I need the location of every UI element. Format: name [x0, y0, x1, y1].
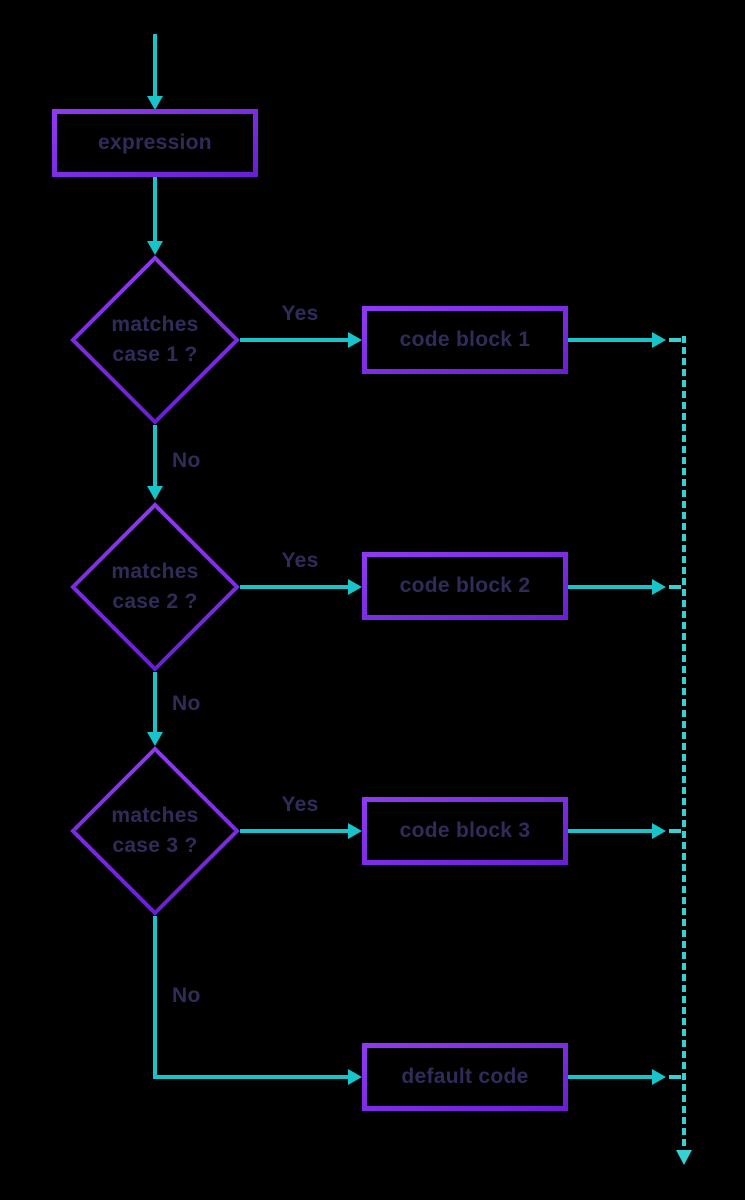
code-block-node-1: code block 1	[362, 306, 568, 374]
entry-edge	[153, 34, 157, 96]
yes-edge-3	[240, 829, 348, 833]
expression-label: expression	[98, 131, 212, 154]
merge-dash-stub-2	[669, 585, 681, 589]
default-code-label: default code	[401, 1065, 529, 1088]
merge-edge-3	[568, 829, 652, 833]
code-block-label-2: code block 2	[399, 574, 531, 597]
arrowhead-to-decision-1-icon	[147, 241, 163, 255]
edge-expression-to-decision-1	[153, 177, 157, 241]
no-edge-2	[153, 672, 157, 732]
default-code-node: default code	[362, 1043, 568, 1111]
merge-dash-stub-3	[669, 829, 681, 833]
merge-dash-stub-default	[669, 1075, 681, 1079]
merge-dash-stub-1	[669, 338, 681, 342]
yes-label-2: Yes	[281, 549, 319, 572]
decision-label-3: matches case 3 ?	[111, 804, 199, 857]
merge-arrowhead-1-icon	[652, 332, 666, 348]
code-block-label-3: code block 3	[399, 819, 531, 842]
no-label-3: No	[172, 984, 201, 1007]
no-label-1: No	[172, 449, 201, 472]
no-label-2: No	[172, 692, 201, 715]
yes-label-1: Yes	[281, 302, 319, 325]
merge-arrowhead-3-icon	[652, 823, 666, 839]
code-block-node-2: code block 2	[362, 552, 568, 620]
merge-edge-1	[568, 338, 652, 342]
no-edge-1	[153, 425, 157, 486]
merge-arrowhead-2-icon	[652, 579, 666, 595]
expression-node: expression	[52, 109, 258, 177]
merge-edge-default	[568, 1075, 652, 1079]
merge-edge-2	[568, 585, 652, 589]
no-edge-3-vertical	[153, 916, 157, 1079]
yes-arrowhead-2-icon	[348, 579, 362, 595]
decision-label-2: matches case 2 ?	[111, 560, 199, 613]
no-edge-3-horizontal	[153, 1075, 348, 1079]
entry-arrowhead-icon	[147, 96, 163, 110]
code-block-node-3: code block 3	[362, 797, 568, 865]
yes-arrowhead-1-icon	[348, 332, 362, 348]
yes-edge-1	[240, 338, 348, 342]
code-block-label-1: code block 1	[399, 328, 531, 351]
yes-edge-2	[240, 585, 348, 589]
no-arrowhead-1-icon	[147, 486, 163, 500]
yes-arrowhead-3-icon	[348, 823, 362, 839]
no-arrowhead-2-icon	[147, 732, 163, 746]
decision-label-1: matches case 1 ?	[111, 313, 199, 366]
yes-label-3: Yes	[281, 793, 319, 816]
merge-arrowhead-default-icon	[652, 1069, 666, 1085]
merge-dashed-line	[682, 336, 686, 1148]
merge-exit-arrowhead-icon	[676, 1150, 692, 1165]
default-arrowhead-icon	[348, 1069, 362, 1085]
